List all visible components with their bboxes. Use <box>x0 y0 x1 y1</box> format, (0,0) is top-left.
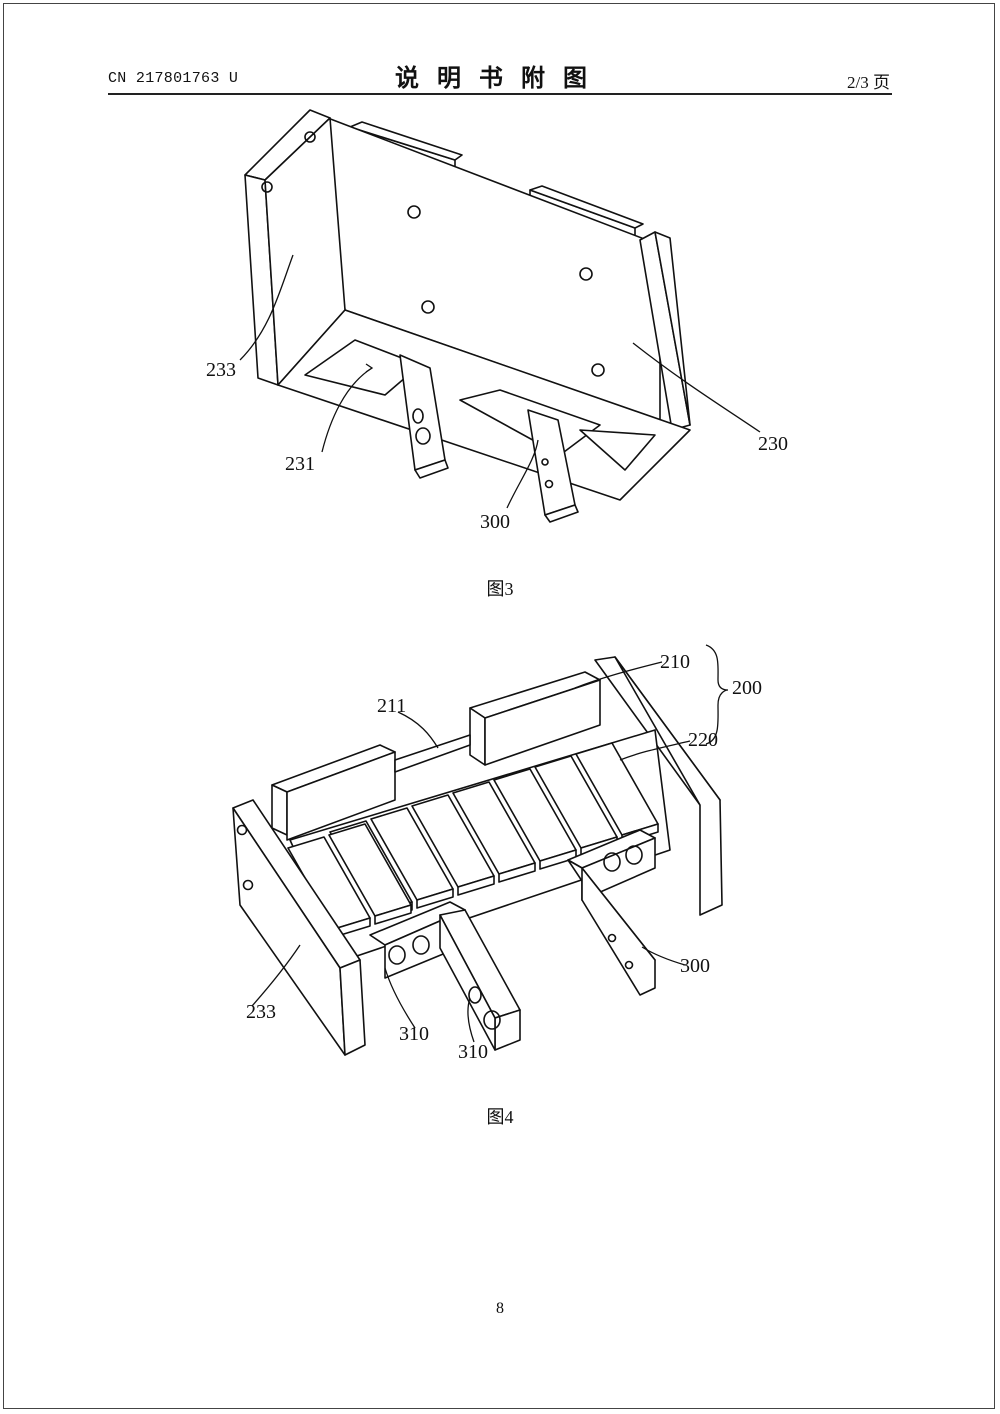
page-number: 8 <box>496 1300 504 1317</box>
figure-3-drawing: 233 231 300 230 <box>206 109 788 533</box>
figure-4-caption: 图4 <box>486 1107 514 1127</box>
header-rule <box>108 93 892 95</box>
fig4-label-310-b: 310 <box>458 1041 488 1063</box>
battery-cell-side <box>374 904 412 925</box>
battery-cell-side <box>416 888 454 909</box>
fig4-label-300: 300 <box>680 955 710 977</box>
fig4-label-200: 200 <box>732 677 762 699</box>
fig4-label-211: 211 <box>377 695 406 717</box>
fig4-label-310-a: 310 <box>399 1023 429 1045</box>
fig4-label-210: 210 <box>660 651 690 673</box>
figure-4-drawing: 211 210 200 220 233 310 310 300 <box>232 644 762 1063</box>
fig3-label-300: 300 <box>480 511 510 533</box>
fig3-label-231: 231 <box>285 453 315 475</box>
patent-number: CN 217801763 U <box>108 70 239 87</box>
header-title: 说明书附图 <box>395 64 605 92</box>
fig4-label-220: 220 <box>688 729 718 751</box>
battery-cell-side <box>457 875 495 896</box>
page-of: 2/3 页 <box>847 73 890 92</box>
page-border <box>3 3 995 1409</box>
fig3-label-233: 233 <box>206 359 236 381</box>
fig4-label-233: 233 <box>246 1001 276 1023</box>
figure-3-caption: 图3 <box>486 579 514 599</box>
fig3-label-230: 230 <box>758 433 788 455</box>
battery-cell-side <box>498 862 536 883</box>
